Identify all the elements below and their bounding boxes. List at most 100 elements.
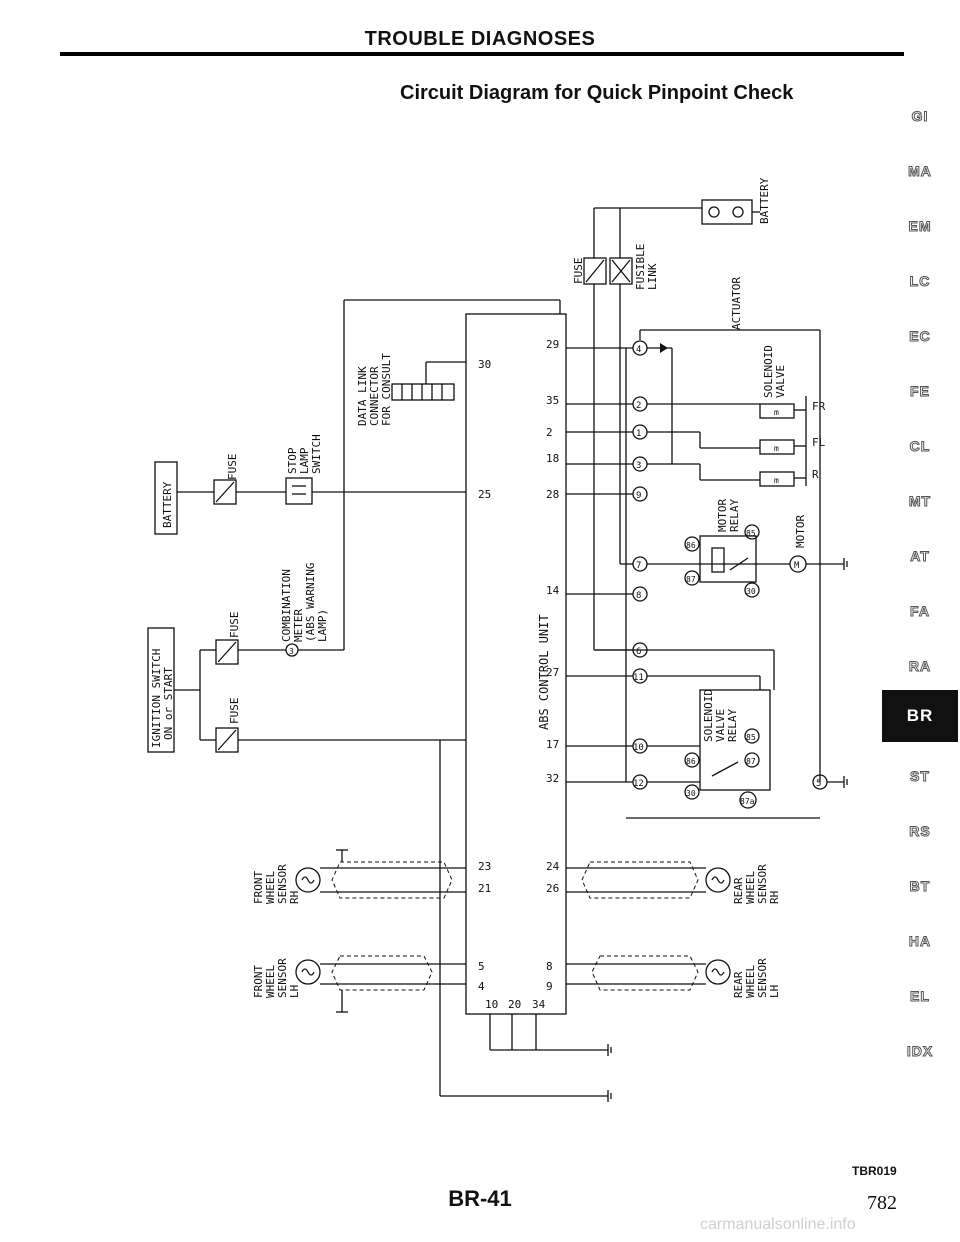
actuator-connector: 4 2 1 3 9 7 8 6 11 10 12 5 — [632, 340, 828, 790]
data-link-label-3: FOR CONSULT — [380, 353, 393, 426]
svg-text:6: 6 — [636, 647, 641, 657]
sensor-rrh-label-1: REAR — [732, 877, 745, 904]
svg-text:86: 86 — [686, 541, 696, 550]
valve-r-label: R — [812, 468, 819, 481]
solenoid-valve-label-1: SOLENOID — [762, 345, 775, 398]
tab-em[interactable]: EM — [908, 218, 932, 235]
tab-ma[interactable]: MA — [908, 163, 932, 180]
motor-relay-label-2: RELAY — [728, 499, 741, 532]
sensor-rlh-label-2: WHEEL — [744, 965, 757, 998]
svg-text:1: 1 — [636, 429, 641, 439]
svg-text:2: 2 — [636, 401, 641, 411]
fusible-link-label-2: LINK — [646, 263, 659, 290]
solenoid-valves: m m m — [647, 396, 807, 487]
stop-lamp-label-2: LAMP — [298, 447, 311, 474]
sv-relay-label-2: VALVE — [714, 709, 727, 742]
actuator-label: ACTUATOR — [730, 277, 743, 330]
meter-label-3: (ABS WARNING — [304, 563, 317, 642]
ignition-switch-label-1: IGNITION SWITCH — [150, 649, 163, 748]
motor-relay-label-1: MOTOR — [716, 499, 729, 532]
tab-ec[interactable]: EC — [909, 328, 931, 345]
motor-relay-pins: 86 87 85 30 — [684, 524, 760, 598]
tab-br[interactable]: BR — [882, 690, 958, 742]
svg-text:87: 87 — [746, 757, 756, 766]
abs-pin-28: 28 — [546, 488, 559, 501]
tab-fa[interactable]: FA — [910, 603, 930, 620]
abs-control-unit — [465, 313, 567, 1015]
abs-pin-8: 8 — [546, 960, 553, 973]
motor-relay — [699, 535, 757, 583]
front-wheel-sensor-lh — [295, 955, 466, 1013]
ground-wires — [439, 740, 612, 1102]
abs-pin-17: 17 — [546, 738, 559, 751]
abs-pin-34: 34 — [532, 998, 546, 1011]
svg-text:85: 85 — [746, 529, 756, 538]
stop-lamp-label-1: STOP — [286, 447, 299, 474]
figure-code: TBR019 — [852, 1164, 897, 1178]
sensor-rlh-label-4: LH — [768, 985, 781, 998]
tab-idx[interactable]: IDX — [906, 1043, 934, 1060]
fusible-link-label-1: FUSIBLE — [634, 244, 647, 290]
data-link-label-2: CONNECTOR — [368, 366, 381, 426]
page-total: 782 — [867, 1192, 897, 1214]
front-wheel-sensor-rh — [295, 849, 466, 899]
tab-cl[interactable]: CL — [909, 438, 931, 455]
abs-pin-27: 27 — [546, 666, 559, 679]
sensor-frh-label-3: SENSOR — [276, 864, 289, 904]
battery-right-label: BATTERY — [758, 177, 771, 224]
tab-rs[interactable]: RS — [909, 823, 931, 840]
diagram-title: Circuit Diagram for Quick Pinpoint Check — [400, 82, 794, 104]
tab-fe[interactable]: FE — [910, 383, 930, 400]
sensor-rlh-label-3: SENSOR — [756, 958, 769, 998]
abs-pin-5: 5 — [478, 960, 485, 973]
sv-relay-label-1: SOLENOID — [702, 689, 715, 742]
tab-mt[interactable]: MT — [908, 493, 932, 510]
abs-pin-25: 25 — [478, 488, 491, 501]
tab-gi[interactable]: GI — [911, 108, 929, 125]
fuse-1-label: FUSE — [226, 454, 239, 481]
fuse-2-label: FUSE — [228, 612, 241, 639]
svg-text:87: 87 — [686, 575, 696, 584]
stop-lamp-switch — [285, 477, 313, 505]
tab-bt[interactable]: BT — [909, 878, 931, 895]
abs-pin-23: 23 — [478, 860, 491, 873]
abs-pin-32: 32 — [546, 772, 559, 785]
fuse-2 — [215, 639, 239, 665]
tab-st[interactable]: ST — [910, 768, 930, 785]
abs-pin-4: 4 — [478, 980, 485, 993]
abs-pin-10: 10 — [485, 998, 498, 1011]
sensor-flh-label-3: SENSOR — [276, 958, 289, 998]
svg-text:m: m — [774, 476, 779, 485]
abs-pin-24: 24 — [546, 860, 560, 873]
svg-text:4: 4 — [636, 345, 641, 355]
section-title: TROUBLE DIAGNOSES — [364, 28, 596, 50]
svg-text:m: m — [774, 444, 779, 453]
svg-text:5: 5 — [816, 779, 821, 789]
tab-ra[interactable]: RA — [908, 658, 932, 675]
abs-pin-30: 30 — [478, 358, 491, 371]
sensor-frh-label-4: RH — [288, 891, 301, 904]
meter-label-1: COMBINATION — [280, 569, 293, 642]
tab-lc[interactable]: LC — [909, 273, 931, 290]
sensor-rrh-label-3: SENSOR — [756, 864, 769, 904]
abs-pin-35: 35 — [546, 394, 559, 407]
rear-wheel-sensor-lh — [566, 955, 731, 991]
battery-left-label: BATTERY — [161, 481, 174, 528]
tab-el[interactable]: EL — [910, 988, 930, 1005]
sensor-frh-label-1: FRONT — [252, 871, 265, 904]
fuse-right-label: FUSE — [572, 258, 585, 285]
svg-text:11: 11 — [633, 673, 644, 683]
sensor-flh-label-1: FRONT — [252, 965, 265, 998]
svg-text:9: 9 — [636, 491, 641, 501]
valve-fr-label: FR — [812, 400, 826, 413]
header-rule — [60, 52, 904, 56]
tab-at[interactable]: AT — [910, 548, 930, 565]
tab-ha[interactable]: HA — [908, 933, 932, 950]
watermark: carmanualsonline.info — [700, 1216, 856, 1233]
stop-lamp-label-3: SWITCH — [310, 434, 323, 474]
meter-label-4: LAMP) — [316, 609, 329, 642]
svg-text:30: 30 — [686, 789, 696, 798]
svg-text:12: 12 — [633, 779, 644, 789]
page-label: BR-41 — [448, 1186, 512, 1211]
